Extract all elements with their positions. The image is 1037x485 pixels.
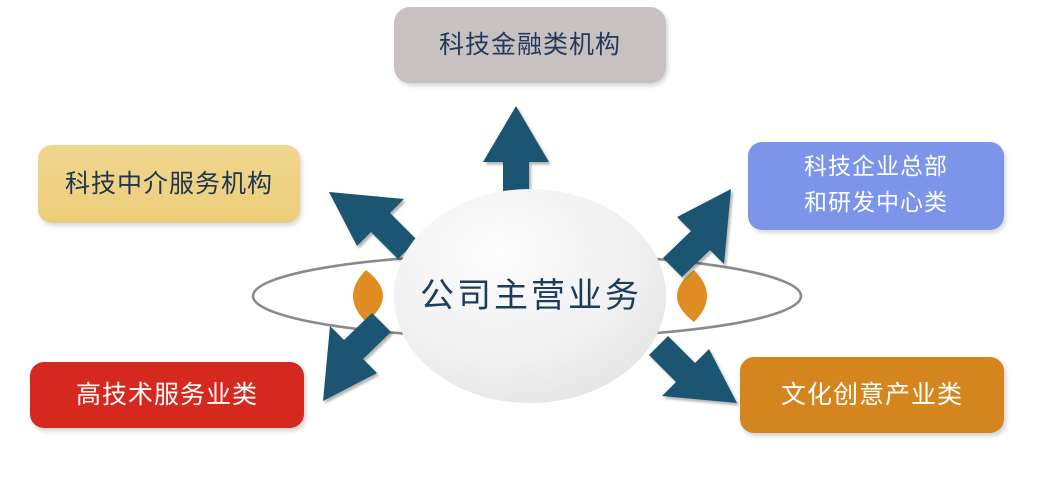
node-hightech-label: 高技术服务业类 <box>75 380 258 410</box>
arrow-lower-left-icon <box>323 313 391 401</box>
orbit-accent-left <box>353 270 383 322</box>
node-finance[interactable]: 科技金融类机构 <box>394 7 666 83</box>
node-intermediary-label: 科技中介服务机构 <box>64 169 273 199</box>
node-intermediary[interactable]: 科技中介服务机构 <box>38 145 300 223</box>
node-culture-label: 文化创意产业类 <box>780 380 963 410</box>
node-hq-label-line2: 和研发中心类 <box>804 190 948 216</box>
node-hightech[interactable]: 高技术服务业类 <box>30 362 304 428</box>
arrow-up-icon <box>483 106 549 200</box>
node-finance-label: 科技金融类机构 <box>438 30 621 60</box>
central-hub-label: 公司主营业务 <box>420 276 642 316</box>
node-culture[interactable]: 文化创意产业类 <box>740 357 1004 433</box>
node-hq-label-line1: 科技企业总部 <box>804 154 948 181</box>
node-hq[interactable]: 科技企业总部 和研发中心类 <box>748 142 1004 230</box>
arrow-upper-left-icon <box>329 192 417 259</box>
arrow-lower-right-icon <box>649 336 737 403</box>
orbit-accent-right <box>677 270 707 322</box>
arrow-upper-right-icon <box>663 189 731 277</box>
